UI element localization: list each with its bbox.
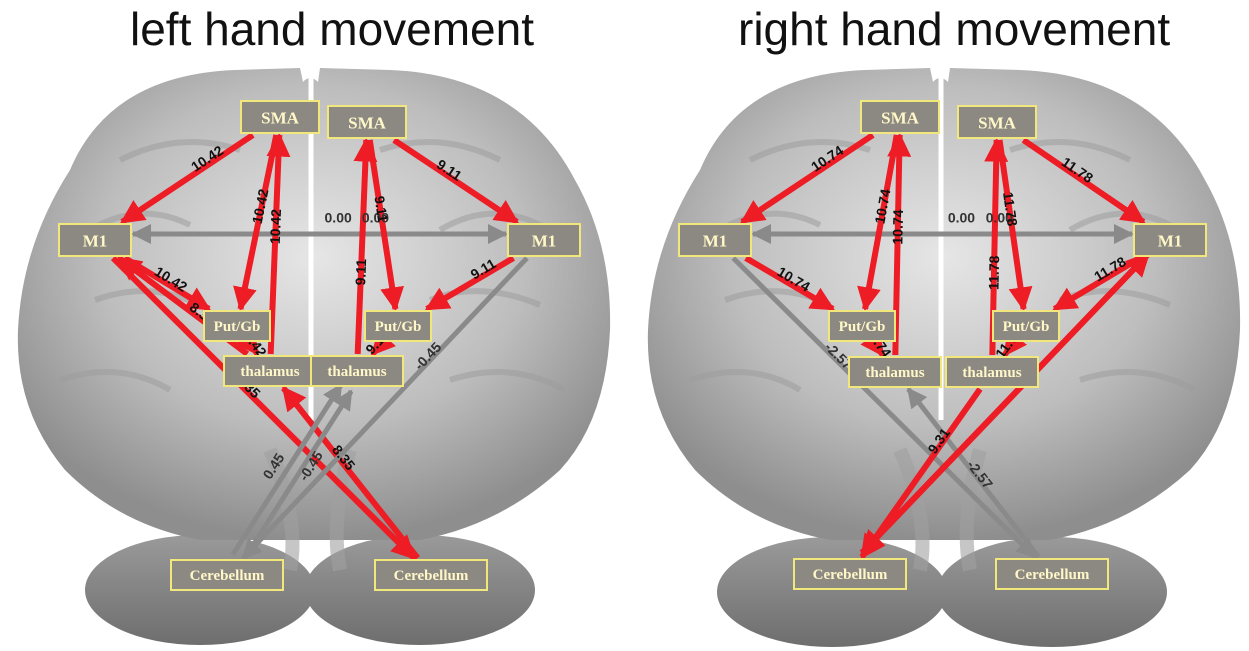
node-sma-l-panel-0: SMA (241, 101, 319, 133)
edge-weight-label: 10.42 (267, 209, 284, 245)
node-thal-l-panel-1: thalamus (849, 357, 941, 387)
node-cer-r-panel-0: Cerebellum (375, 560, 487, 590)
edge-weight-label: 0.00 (325, 209, 352, 225)
node-label: SMA (978, 114, 1017, 133)
node-put-l-panel-0: Put/Gb (204, 311, 270, 341)
node-sma-r-panel-1: SMA (958, 106, 1036, 138)
node-label: M1 (83, 232, 108, 251)
node-cer-l-panel-1: Cerebellum (794, 559, 906, 589)
node-label: M1 (703, 232, 728, 251)
node-label: Cerebellum (394, 568, 469, 584)
node-label: thalamus (865, 365, 924, 381)
node-label: thalamus (962, 365, 1021, 381)
node-label: Cerebellum (1015, 567, 1090, 583)
node-cer-r-panel-1: Cerebellum (996, 559, 1108, 589)
edge-weight-label: 10.74 (889, 209, 906, 245)
edge-weight-label: 9.11 (352, 258, 369, 285)
node-sma-l-panel-1: SMA (861, 101, 939, 133)
node-m1-l-panel-1: M1 (679, 224, 751, 256)
node-thal-l-panel-0: thalamus (224, 356, 316, 386)
edge-weight-label: 0.00 (948, 209, 975, 225)
edge-weight-label: 11.78 (986, 255, 1003, 290)
node-label: thalamus (327, 364, 386, 380)
node-label: SMA (348, 114, 387, 133)
node-cer-l-panel-0: Cerebellum (171, 560, 283, 590)
node-label: Put/Gb (214, 319, 261, 335)
node-thal-r-panel-1: thalamus (946, 357, 1038, 387)
node-put-r-panel-0: Put/Gb (365, 311, 431, 341)
node-m1-r-panel-0: M1 (508, 224, 580, 256)
node-label: M1 (532, 232, 557, 251)
node-label: Put/Gb (839, 319, 886, 335)
node-put-l-panel-1: Put/Gb (829, 311, 895, 341)
node-label: M1 (1158, 232, 1183, 251)
node-label: Cerebellum (190, 568, 265, 584)
brain-illustration-right (648, 68, 1240, 647)
node-sma-r-panel-0: SMA (328, 106, 406, 138)
node-thal-r-panel-0: thalamus (311, 356, 403, 386)
node-label: thalamus (240, 364, 299, 380)
node-label: Put/Gb (375, 319, 422, 335)
node-label: Put/Gb (1003, 319, 1050, 335)
node-label: SMA (261, 109, 300, 128)
node-label: SMA (881, 109, 920, 128)
node-m1-r-panel-1: M1 (1134, 224, 1206, 256)
node-label: Cerebellum (813, 567, 888, 583)
node-put-r-panel-1: Put/Gb (993, 311, 1059, 341)
node-m1-l-panel-0: M1 (59, 224, 131, 256)
